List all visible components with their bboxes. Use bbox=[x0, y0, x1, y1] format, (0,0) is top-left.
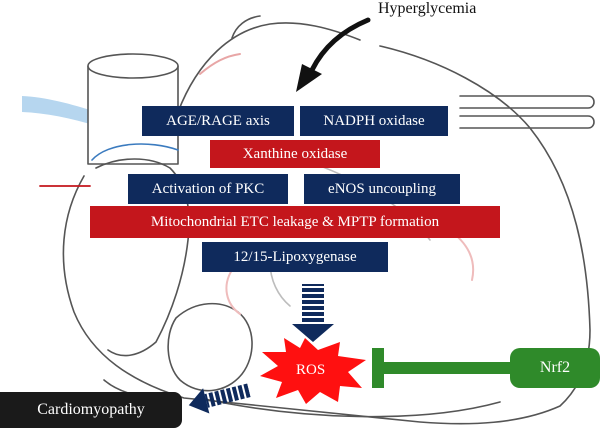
dashed-arrow-left-icon bbox=[188, 383, 251, 414]
ros-burst-icon bbox=[260, 338, 366, 404]
nrf2-box: Nrf2 bbox=[510, 348, 600, 388]
xanthine-oxidase-box: Xanthine oxidase bbox=[210, 140, 380, 168]
inhibition-bar-icon bbox=[372, 348, 510, 388]
nadph-oxidase-box: NADPH oxidase bbox=[300, 106, 448, 136]
pkc-box: Activation of PKC bbox=[128, 174, 288, 204]
hyperglycemia-label: Hyperglycemia bbox=[378, 0, 477, 17]
lipoxygenase-box: 12/15-Lipoxygenase bbox=[202, 242, 388, 272]
cardiomyopathy-box: Cardiomyopathy bbox=[0, 392, 182, 428]
heart-outline-icon bbox=[22, 15, 595, 425]
ros-label: ROS bbox=[296, 362, 326, 378]
age-rage-box: AGE/RAGE axis bbox=[142, 106, 294, 136]
curved-arrow-icon bbox=[296, 17, 371, 92]
enos-uncoupling-box: eNOS uncoupling bbox=[304, 174, 460, 204]
mitochondrial-box: Mitochondrial ETC leakage & MPTP formati… bbox=[90, 206, 500, 238]
dashed-arrow-down-icon bbox=[292, 284, 334, 342]
